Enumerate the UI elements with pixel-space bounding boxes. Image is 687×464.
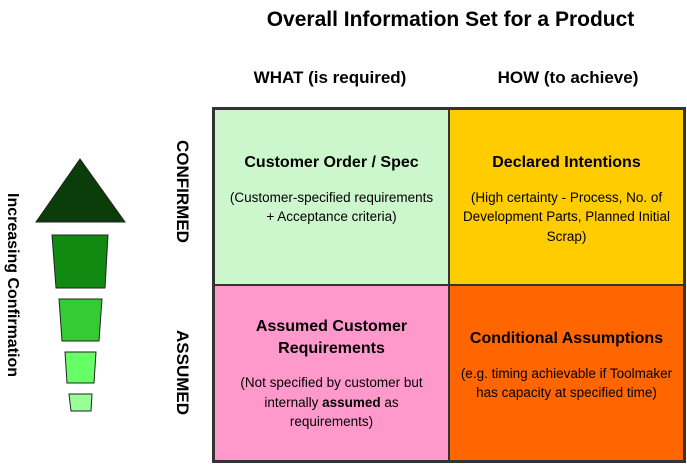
cell-body-emphasis: assumed [322,394,381,410]
cell-conditional-assumptions: Conditional Assumptions (e.g. timing ach… [449,285,684,461]
cell-body-pre: (Not specified by customer but internall… [240,375,423,410]
column-header-how: HOW (to achieve) [497,68,639,87]
cell-heading: Declared Intentions [492,154,641,171]
stack-trapezoid-2 [58,298,103,342]
cell-body: (High certainty - Process, No. of Develo… [462,189,671,244]
cell-body: (Not specified by customer but internall… [225,373,438,432]
increasing-confirmation-label: Increasing Confirmation [4,192,21,378]
cell-heading: Conditional Assumptions [469,330,664,347]
cell-heading: Customer Order / Spec [244,154,419,171]
stack-triangle [35,158,126,223]
information-matrix: Customer Order / Spec (Customer-specifie… [212,107,686,463]
cell-heading: Assumed Customer Requirements [255,318,408,357]
cell-body-post: as requirements) [289,394,399,430]
diagram-title: Overall Information Set for a Product [266,8,635,31]
column-header-what: WHAT (is required) [253,68,407,87]
cell-customer-order: Customer Order / Spec (Customer-specifie… [214,109,449,285]
stack-trapezoid-3 [64,351,97,384]
row-header-assumed: ASSUMED [173,330,192,416]
cell-body: (Customer-specified requirements + Accep… [229,189,434,225]
stack-trapezoid-4 [68,393,93,412]
stack-trapezoid-1 [51,234,109,289]
cell-assumed-customer-requirements: Assumed Customer Requirements (Not speci… [214,285,449,461]
cell-body: (e.g. timing achievable if Toolmaker has… [460,365,673,401]
cell-declared-intentions: Declared Intentions (High certainty - Pr… [449,109,684,285]
row-header-confirmed: CONFIRMED [173,140,192,243]
